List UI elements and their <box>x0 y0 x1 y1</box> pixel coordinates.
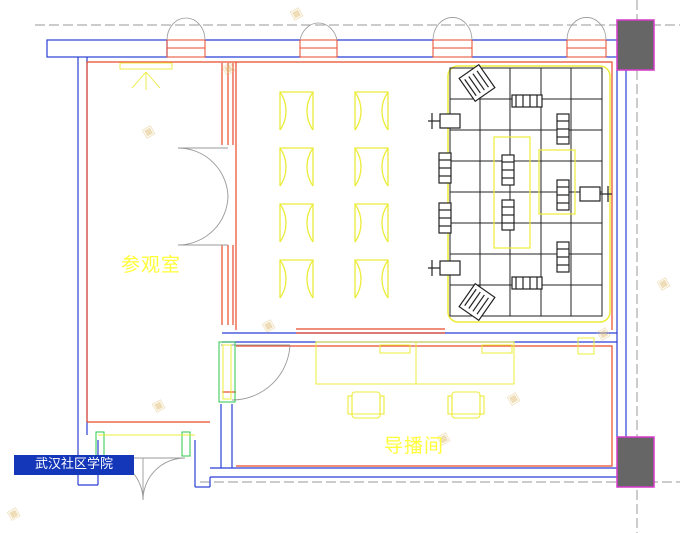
camera-icon <box>579 186 612 202</box>
svg-text:▣: ▣ <box>655 274 673 293</box>
room-label-visit: 参观室 <box>121 254 182 276</box>
svg-text:▣: ▣ <box>5 504 23 523</box>
camera-icon <box>428 113 461 129</box>
chair <box>354 203 389 243</box>
light-icon <box>556 113 570 145</box>
columns <box>616 19 655 488</box>
chair <box>279 259 314 299</box>
light-icon <box>511 276 543 290</box>
director-desk <box>315 337 595 385</box>
chair <box>354 91 389 131</box>
windows <box>166 39 607 58</box>
svg-text:▣: ▣ <box>140 122 158 141</box>
door-frames <box>95 341 236 457</box>
svg-text:▣: ▣ <box>150 396 168 415</box>
chair <box>279 147 314 187</box>
window-arcs <box>166 17 607 41</box>
chair <box>354 259 389 299</box>
light-icon <box>438 202 452 234</box>
chair <box>279 203 314 243</box>
visitor-chairs <box>279 91 389 299</box>
light-icon <box>438 152 452 184</box>
chair <box>354 147 389 187</box>
caption-label: 武汉社区学院 <box>14 455 134 475</box>
chair <box>279 91 314 131</box>
studio-lights <box>428 63 612 322</box>
director-chairs <box>347 391 485 419</box>
room-label-director: 导播间 <box>384 435 445 457</box>
light-icon <box>511 94 543 108</box>
chair <box>447 391 485 419</box>
light-icon <box>556 179 570 211</box>
camera-icon <box>428 260 461 276</box>
light-icon <box>556 241 570 273</box>
svg-text:▣: ▣ <box>505 389 523 408</box>
light-icon <box>501 199 515 231</box>
watermarks: ▣ ▣ ▣ ▣ ▣ ▣ ▣ ▣ ▣ ▣ <box>5 4 673 523</box>
inner-walls <box>86 61 613 467</box>
chair <box>347 391 385 419</box>
dashed-axis-lines <box>35 0 680 533</box>
light-icon <box>458 282 496 322</box>
svg-text:▣: ▣ <box>595 324 613 343</box>
light-icon <box>501 154 515 186</box>
svg-text:▣: ▣ <box>288 4 306 23</box>
ceiling-lamp-icon <box>119 62 173 90</box>
light-icon <box>458 63 496 103</box>
